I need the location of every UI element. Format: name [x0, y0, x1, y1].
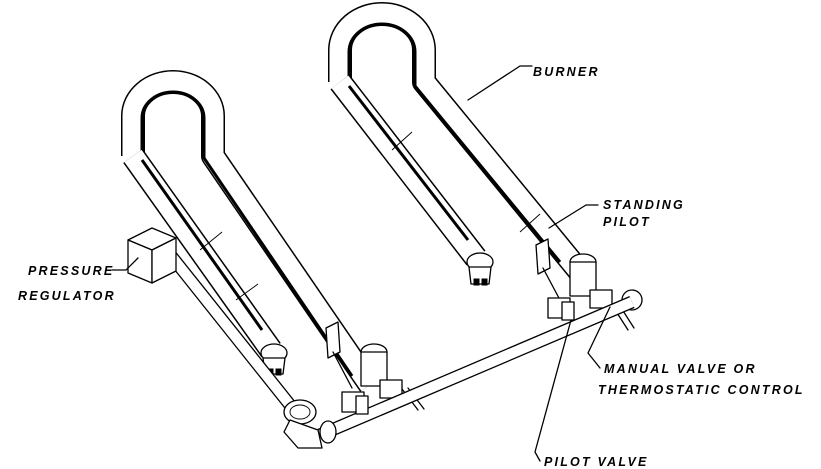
left-burner-tube [121, 70, 380, 392]
pressure-regulator-box [127, 227, 177, 284]
label-standing-pilot-line2: PILOT [603, 215, 651, 229]
right-pilot-bracket [535, 238, 575, 321]
right-valve-body [569, 253, 643, 331]
left-valve-body [360, 343, 425, 411]
label-manual-valve-line2: THERMOSTATIC CONTROL [598, 383, 805, 397]
label-pilot-valve: PILOT VALVE [544, 455, 649, 469]
leader-lines [111, 65, 611, 462]
label-burner: BURNER [533, 65, 600, 79]
right-burner-nozzle [466, 252, 494, 286]
pipe-elbow [283, 399, 337, 449]
label-manual-valve-line1: MANUAL VALVE OR [604, 362, 757, 376]
label-standing-pilot-line1: STANDING [603, 198, 685, 212]
label-pressure-regulator-line2: REGULATOR [18, 289, 116, 303]
gas-manifold-pipe [317, 296, 635, 441]
right-burner-tube [328, 2, 590, 286]
supply-pipe [162, 247, 337, 449]
label-pressure-regulator-line1: PRESSURE [28, 264, 114, 278]
left-pilot-bracket [325, 321, 369, 415]
